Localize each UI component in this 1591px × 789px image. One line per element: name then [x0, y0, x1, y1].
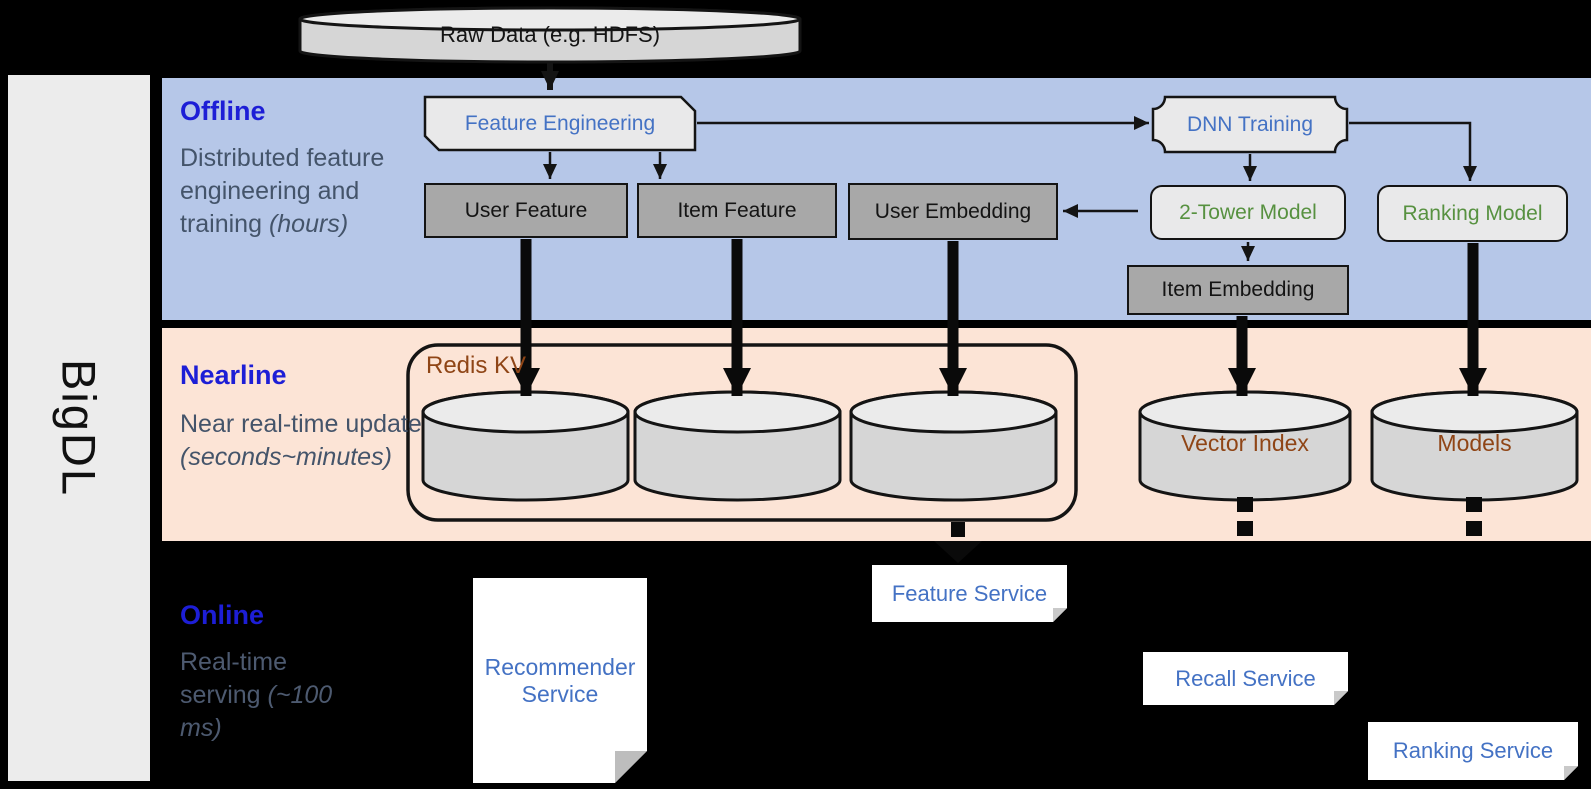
- feature-engineering-shape: [423, 95, 697, 152]
- online-title: Online: [180, 600, 265, 630]
- dnn-training-shape: [1151, 95, 1349, 154]
- bigdl-brand-bar: BigDL: [8, 75, 150, 781]
- dnn-training-node: DNN Training: [1186, 112, 1314, 136]
- online-desc: Real-time serving (~100 ms): [180, 646, 345, 745]
- user-feature-node: User Feature: [424, 183, 628, 238]
- offline-desc-text: Distributed feature engineering and trai…: [180, 144, 385, 238]
- item-feature-node: Item Feature: [637, 183, 837, 238]
- offline-desc-italic: (hours): [268, 210, 349, 238]
- flow-arrows: [541, 63, 1477, 261]
- ranking-model-node: Ranking Model: [1377, 185, 1568, 242]
- recall-service-node: Recall Service: [1143, 652, 1348, 705]
- two-tower-model-node: 2-Tower Model: [1150, 185, 1346, 240]
- dashed-connectors: [934, 497, 1482, 563]
- nearline-desc-italic: (seconds~minutes): [180, 443, 392, 471]
- nearline-desc-text: Near real-time update: [180, 410, 422, 438]
- nearline-title: Nearline: [180, 360, 287, 390]
- nearline-desc: Near real-time update (seconds~minutes): [180, 408, 430, 474]
- redis-cylinder-3: [849, 390, 1058, 502]
- redis-cylinder-2: [633, 390, 842, 502]
- feature-service-node: Feature Service: [872, 565, 1067, 622]
- user-embedding-node: User Embedding: [848, 183, 1058, 240]
- online-desc-italic: (~100 ms): [180, 681, 333, 742]
- online-desc-text: Real-time serving: [180, 648, 287, 709]
- raw-data-cylinder: [298, 6, 802, 64]
- vector-index-cylinder: [1138, 390, 1352, 502]
- bigdl-label: BigDL: [52, 358, 106, 497]
- offline-desc: Distributed feature engineering and trai…: [180, 142, 420, 241]
- models-cylinder: [1370, 390, 1579, 502]
- item-embedding-node: Item Embedding: [1127, 265, 1349, 315]
- redis-cylinder-1: [421, 390, 630, 502]
- redis-kv-label: Redis KV: [426, 352, 527, 379]
- vector-index-label: Vector Index: [1181, 430, 1309, 456]
- pipeline-arrows: [512, 239, 1487, 396]
- ranking-service-node: Ranking Service: [1368, 722, 1578, 780]
- models-label: Models: [1437, 430, 1512, 456]
- recommender-service-node: Recommender Service: [473, 578, 647, 783]
- feature-engineering-node: Feature Engineering: [464, 111, 656, 135]
- raw-data-label: Raw Data (e.g. HDFS): [439, 22, 661, 47]
- offline-title: Offline: [180, 96, 266, 126]
